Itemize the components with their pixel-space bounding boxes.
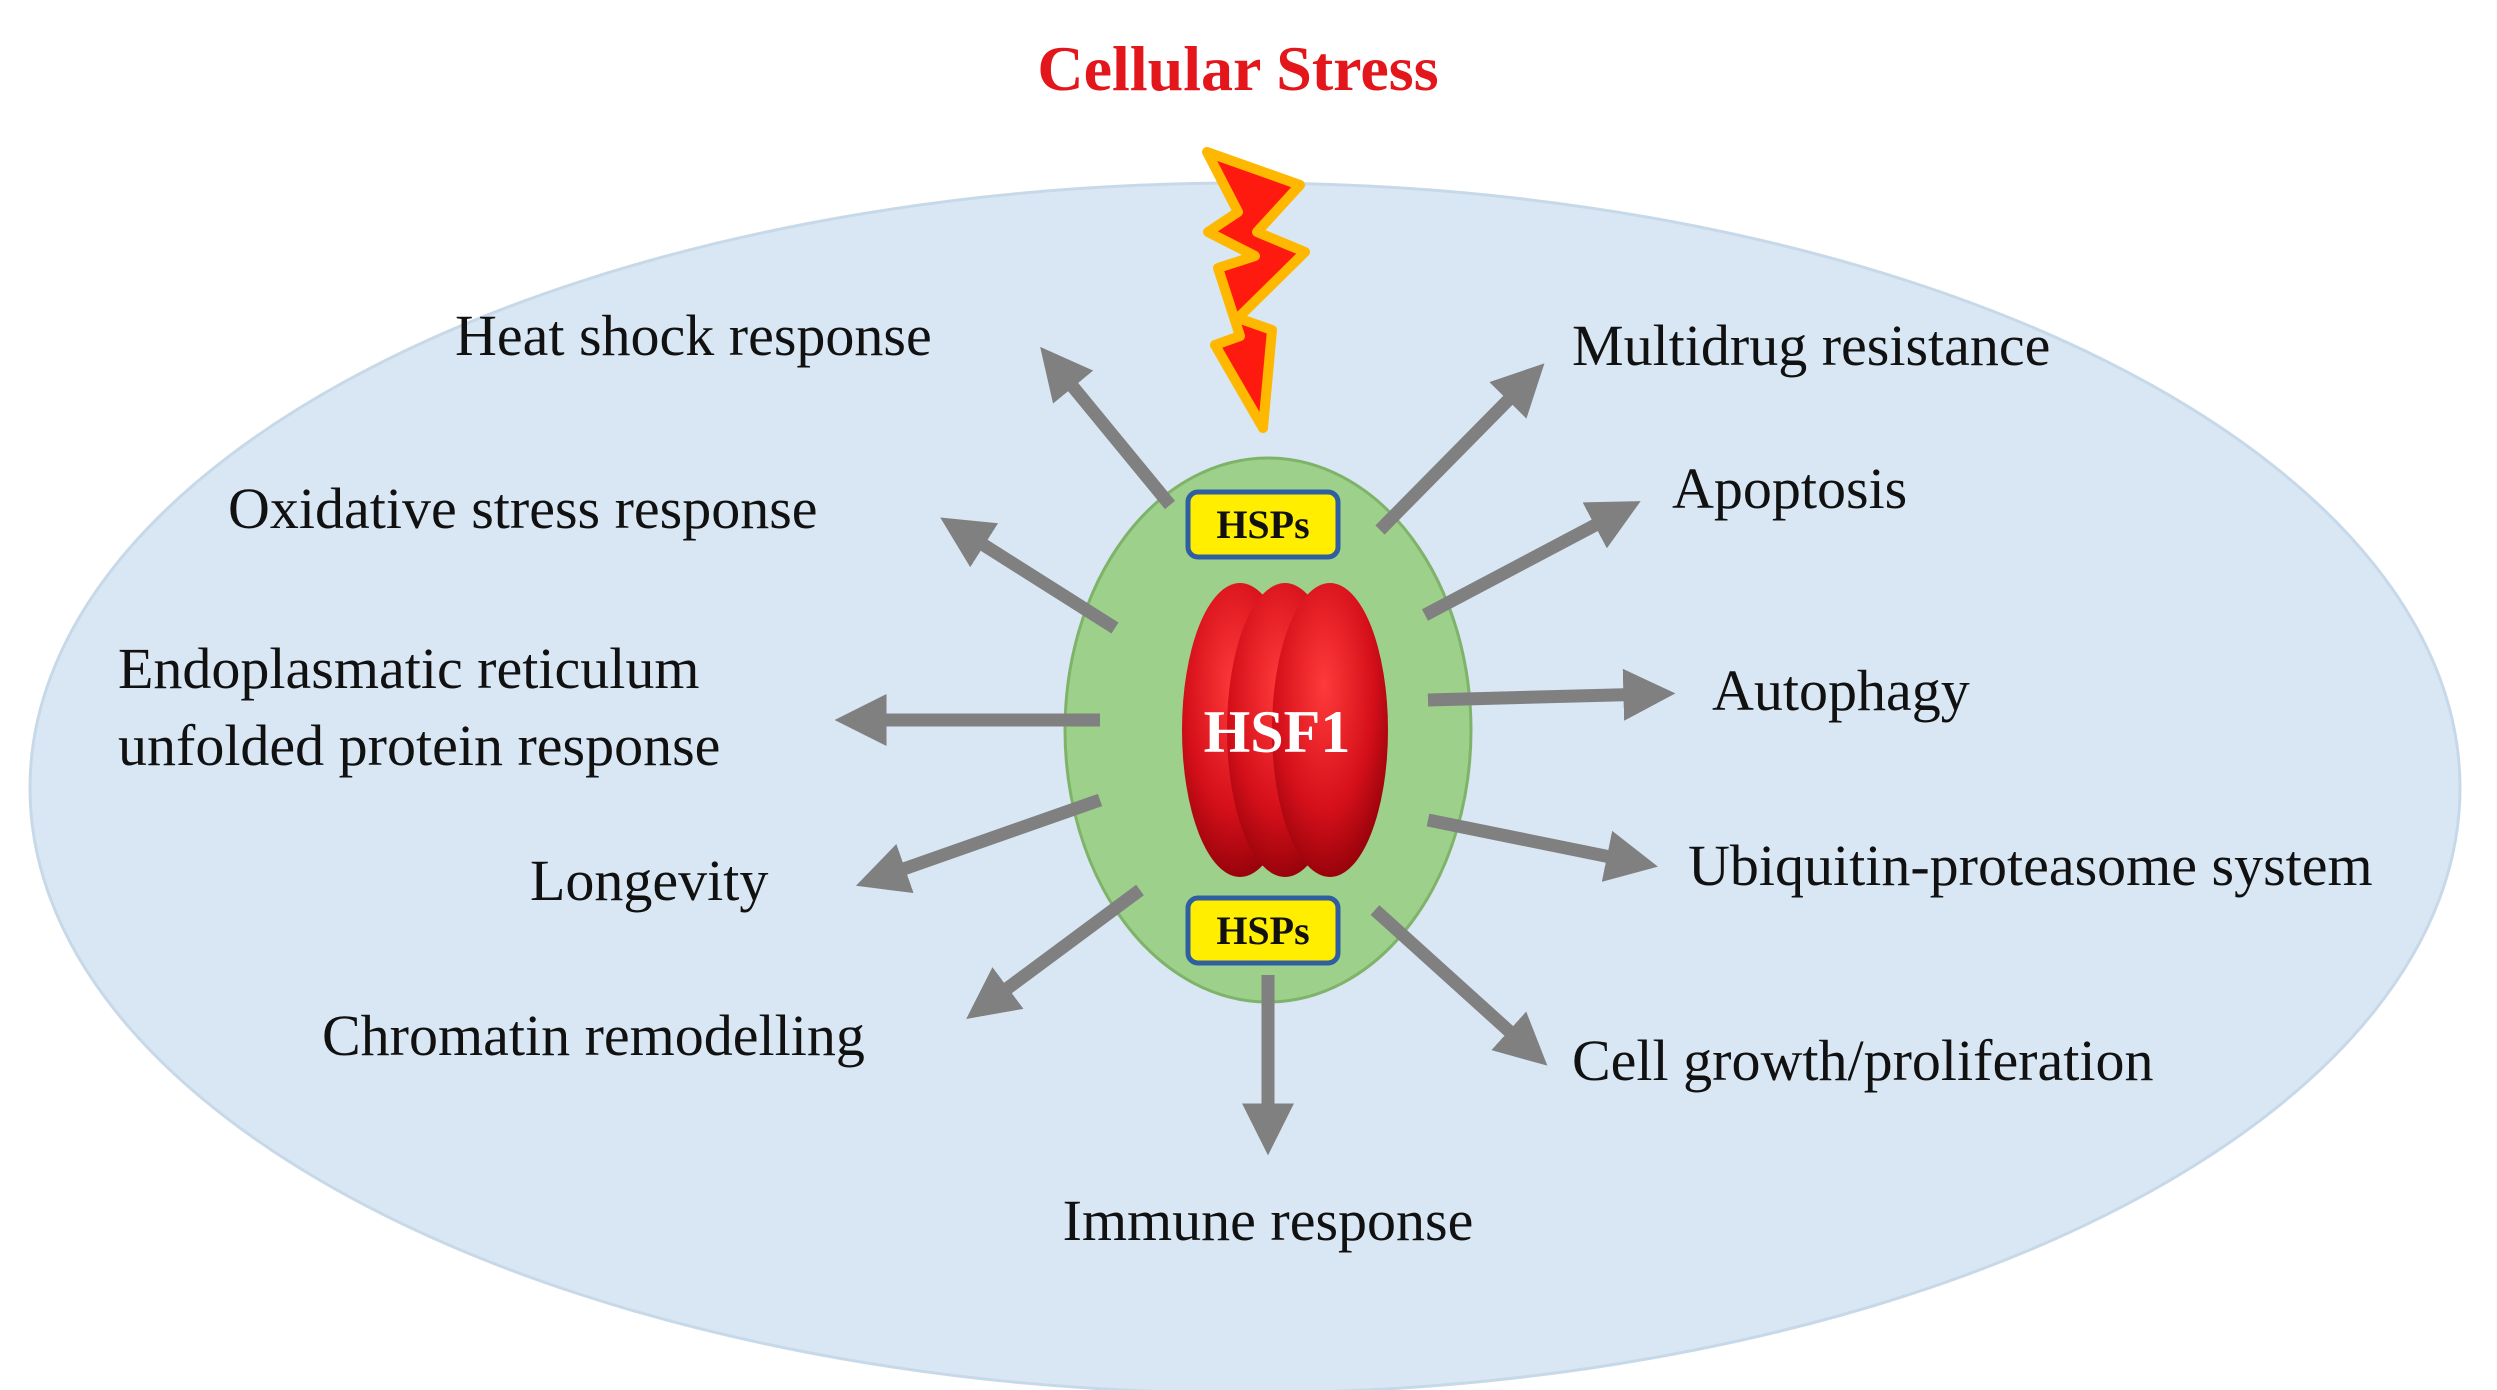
hsf1-trimer: [1182, 583, 1388, 877]
hsp-box-top: [1185, 489, 1341, 560]
label-autophagy: Autophagy: [1712, 658, 1970, 723]
label-multidrug: Multidrug resistance: [1572, 313, 2050, 378]
hsp-label-bottom: HSPs: [1216, 908, 1309, 953]
arrows: [834, 346, 1676, 1156]
hsp-label-top: HSPs: [1216, 502, 1309, 547]
hsp-box-bottom: [1185, 895, 1341, 966]
arrow-autophagy: [1427, 668, 1676, 721]
lightning-bolt-icon: [1202, 147, 1310, 433]
label-longevity: Longevity: [530, 848, 768, 913]
label-er-line1: Endoplasmatic reticulum: [118, 636, 699, 701]
arrow-cell-growth: [1370, 905, 1548, 1066]
label-ubiquitin: Ubiquitin-proteasome system: [1688, 833, 2373, 898]
label-apoptosis: Apoptosis: [1672, 456, 1907, 521]
arrow-longevity: [855, 793, 1103, 894]
arrow-chromatin: [966, 884, 1144, 1019]
arrow-heat-shock: [1040, 346, 1176, 510]
arrow-apoptosis: [1421, 501, 1641, 621]
arrow-multidrug: [1375, 363, 1545, 535]
arrow-ubiquitin: [1426, 813, 1658, 882]
label-cell-growth: Cell growth/proliferation: [1572, 1028, 2153, 1093]
label-immune: Immune response: [1063, 1188, 1474, 1253]
label-er-line2: unfolded protein response: [118, 713, 720, 778]
hsf1-label: HSF1: [1204, 699, 1351, 765]
label-chromatin: Chromatin remodelling: [322, 1003, 865, 1068]
label-oxidative: Oxidative stress response: [228, 476, 818, 541]
label-heat-shock: Heat shock response: [455, 303, 932, 368]
arrow-oxidative: [940, 517, 1119, 634]
diagram-title: Cellular Stress: [1037, 33, 1438, 104]
